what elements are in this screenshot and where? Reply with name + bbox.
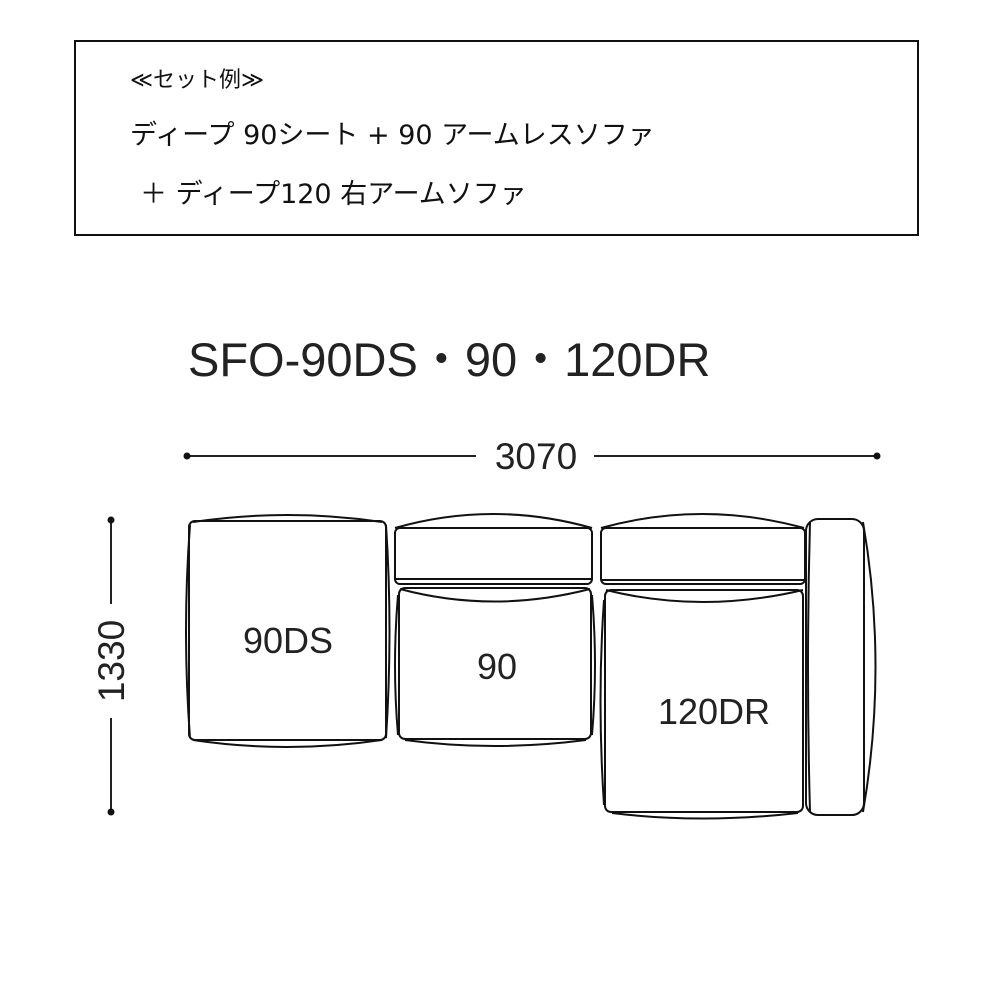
module-label-120dr: 120DR xyxy=(658,691,770,732)
module-label-90: 90 xyxy=(477,646,517,687)
module-90ds xyxy=(185,514,391,748)
model-code: SFO-90DS・90・120DR xyxy=(188,333,710,386)
depth-dimension: 1330 xyxy=(91,516,132,816)
module-120dr xyxy=(599,513,877,820)
set-example-line-1: ディープ 90シート + 90 アームレスソファ xyxy=(130,120,655,151)
width-dimension: 3070 xyxy=(183,436,881,477)
set-example-box xyxy=(74,40,919,236)
module-90 xyxy=(394,513,596,747)
set-example-heading: ≪セット例≫ xyxy=(130,68,265,93)
set-example-line-2: ＋ ディープ120 右アームソファ xyxy=(140,179,527,210)
module-label-90ds: 90DS xyxy=(243,620,333,661)
depth-value: 1330 xyxy=(91,620,132,702)
width-value: 3070 xyxy=(495,436,577,477)
